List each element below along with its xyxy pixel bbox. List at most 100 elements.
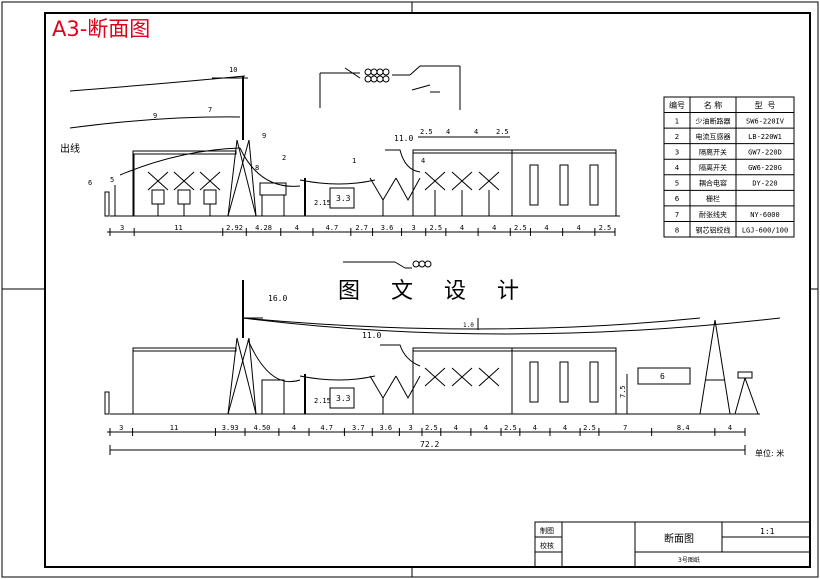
drawn-by-label: 制图 xyxy=(540,526,554,535)
dimension-label: 4.50 xyxy=(254,424,271,432)
dimension-label: 3.6 xyxy=(381,224,394,232)
dimension-label: 3 xyxy=(409,424,413,432)
table-cell: SW6-220IV xyxy=(746,117,785,125)
dimension-label: 2.5 xyxy=(429,224,442,232)
table-cell: NY-6000 xyxy=(750,211,780,219)
insulator-column-icon xyxy=(529,164,599,206)
callout-label: 2 xyxy=(282,154,286,162)
dimension-label: 3 xyxy=(120,224,124,232)
dimension-label: 3.6 xyxy=(379,424,392,432)
table-cell: GW6-220G xyxy=(748,164,782,172)
table-cell: 5 xyxy=(675,180,679,188)
dimension-label: 4 xyxy=(454,424,458,432)
dimension-label: 4 xyxy=(563,424,567,432)
callout-label: 4 xyxy=(421,157,425,165)
middle-schematic xyxy=(343,260,432,269)
table-cell: 2 xyxy=(675,133,679,141)
lower-height-top: 16.0 xyxy=(268,294,287,303)
dimension-label: 11 xyxy=(170,424,178,432)
dimension-label: 4 xyxy=(484,424,488,432)
table-cell: 耐张线夹 xyxy=(699,210,727,219)
upper-section: 3.3 2.15 出线 11.0 10 9 7 9 6 5 8 2 xyxy=(60,66,620,236)
dimension-label: 8.4 xyxy=(677,424,690,432)
dim-label: 4 xyxy=(446,128,450,136)
callout-label: 8 xyxy=(255,164,259,172)
sag-label: 1.0 xyxy=(463,322,474,329)
dimension-label: 2.92 xyxy=(226,224,243,232)
table-cell: 1 xyxy=(675,117,679,125)
single-line-schematic xyxy=(319,65,461,110)
callout-label: 1 xyxy=(352,157,356,165)
table-cell: LGJ-600/100 xyxy=(742,226,788,234)
upper-side-label: 2.15 xyxy=(314,199,331,207)
dim-label: 2.5 xyxy=(496,128,509,136)
callout-label: 6 xyxy=(88,179,92,187)
table-header-cell: 名 称 xyxy=(704,100,723,110)
outlet-label: 出线 xyxy=(60,142,80,155)
dimension-label: 2.7 xyxy=(355,224,368,232)
table-cell: 钢芯铝绞线 xyxy=(696,225,731,234)
dimension-label: 2.5 xyxy=(583,424,596,432)
dimension-label: 4 xyxy=(728,424,732,432)
table-cell: 8 xyxy=(675,226,679,234)
circuit-breaker-icon xyxy=(147,171,221,216)
checked-by-label: 校核 xyxy=(540,541,554,550)
callout-label: 9 xyxy=(153,112,157,120)
lower-tower-height: 7.5 xyxy=(619,385,627,398)
dimension-label: 4 xyxy=(492,224,496,232)
equipment-table: 编号 名 称 型 号 1 少油断路器 SW6-220IV 2 电流互感器 LB-220W1 3 隔离… xyxy=(663,96,795,238)
table-cell: 耦合电容 xyxy=(699,179,727,188)
total-length-label: 72.2 xyxy=(420,440,439,449)
lower-box-label: 3.3 xyxy=(336,394,351,403)
dimension-label: 3.93 xyxy=(222,424,239,432)
table-cell: LB-220W1 xyxy=(748,133,782,141)
dimension-label: 4 xyxy=(295,224,299,232)
dim-label: 2.5 xyxy=(420,128,433,136)
dimension-label: 4 xyxy=(577,224,581,232)
dimension-label: 2.5 xyxy=(599,224,612,232)
upper-height-label: 11.0 xyxy=(394,134,413,143)
dimension-label: 4.7 xyxy=(326,224,339,232)
callout-label: 7 xyxy=(208,106,212,114)
title-block: 制图 校核 断面图 1:1 3号图纸 xyxy=(534,521,811,568)
lower-section: 3.3 2.15 6 7.5 16.0 11.0 1.0 3 11 3.93 4.50… xyxy=(104,280,784,458)
table-cell: 少油断路器 xyxy=(696,116,731,125)
watermark-text: 图 文 设 计 xyxy=(338,279,531,304)
table-header-cell: 编号 xyxy=(669,100,685,110)
table-cell: GW7-220D xyxy=(748,149,782,157)
table-cell: 电流互感器 xyxy=(696,132,731,141)
table-cell: 隔离开关 xyxy=(699,163,727,172)
dimension-label: 4 xyxy=(533,424,537,432)
lower-side-label: 2.15 xyxy=(314,397,331,405)
transformer-coil-icon xyxy=(364,68,390,83)
dimension-label: 4 xyxy=(292,424,296,432)
dimension-label: 3 xyxy=(412,224,416,232)
table-cell: 7 xyxy=(675,211,679,219)
table-cell: 4 xyxy=(675,164,680,172)
lower-height-mid: 11.0 xyxy=(362,331,381,340)
lower-tower-label: 6 xyxy=(660,372,665,381)
dim-label: 4 xyxy=(474,128,478,136)
dimension-label: 4.28 xyxy=(255,224,272,232)
dimension-label: 2.5 xyxy=(504,424,517,432)
callout-label: 9 xyxy=(262,132,266,140)
dimension-label: 11 xyxy=(174,224,182,232)
unit-note: 单位: 米 xyxy=(755,448,784,458)
dimension-label: 2.5 xyxy=(425,424,438,432)
dimension-label: 4 xyxy=(460,224,464,232)
table-cell: 3 xyxy=(675,149,679,157)
callout-label: 5 xyxy=(110,176,114,184)
sheet-label: 3号图纸 xyxy=(678,556,700,564)
table-cell: 栅栏 xyxy=(706,194,720,203)
dimension-label: 3 xyxy=(119,424,123,432)
drawing-name: 断面图 xyxy=(664,532,694,545)
table-cell: 6 xyxy=(675,195,680,203)
table-cell: 隔离开关 xyxy=(699,148,727,157)
dimension-label: 3.7 xyxy=(352,424,365,432)
table-header-cell: 型 号 xyxy=(755,101,776,110)
dimension-label: 4.7 xyxy=(320,424,333,432)
scale-label: 1:1 xyxy=(760,527,775,536)
dimension-label: 4 xyxy=(544,224,548,232)
